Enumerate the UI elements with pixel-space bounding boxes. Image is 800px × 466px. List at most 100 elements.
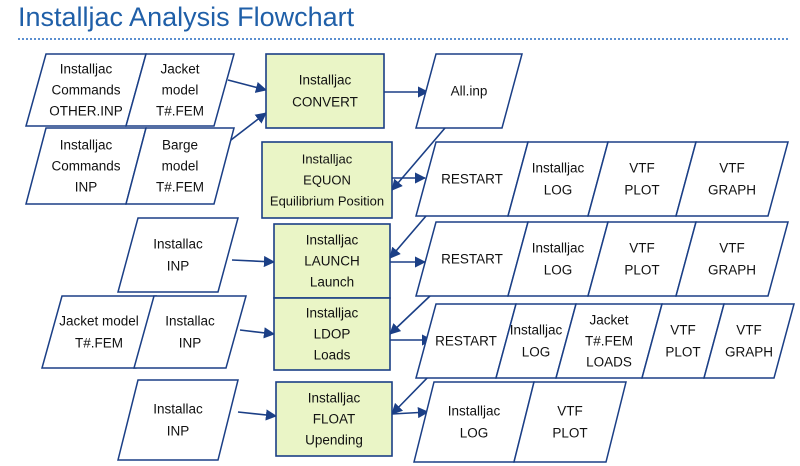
input-barge-model-label: T#.FEM — [156, 180, 204, 195]
conn-restart-launch — [389, 208, 433, 259]
input-other-inp-label: Installjac — [60, 62, 113, 77]
input-other-inp-label: OTHER.INP — [49, 104, 123, 119]
process-float-label: Upending — [305, 433, 363, 448]
output-equon-plot: VTF PLOT — [587, 141, 697, 217]
output-float-plot: VTF PLOT — [513, 381, 627, 463]
output-float-log-label: Installjac — [448, 404, 501, 419]
output-ldop-graph: VTF GRAPH — [703, 303, 795, 379]
process-convert-label: Installjac — [299, 73, 352, 88]
output-equon-log-label: Installjac — [532, 161, 585, 176]
output-ldop-graph-label: GRAPH — [725, 345, 773, 360]
process-launch-label: LAUNCH — [304, 254, 360, 269]
conn-restart-ldop — [389, 295, 431, 335]
output-launch-log-label: Installjac — [532, 241, 585, 256]
input-launch-inp-label: INP — [167, 259, 190, 274]
input-jacket-model-label: T#.FEM — [156, 104, 204, 119]
output-equon-graph-label: GRAPH — [708, 183, 756, 198]
conn-ldop-inp — [239, 327, 276, 339]
process-equon-label: Installjac — [302, 152, 353, 167]
input-other-inp-label: Commands — [51, 83, 120, 98]
process-ldop-label: Installjac — [306, 306, 359, 321]
output-ldop-restart: RESTART — [415, 303, 517, 379]
output-ldop-log-label: Installjac — [510, 323, 563, 338]
input-ldop-inp-label: INP — [179, 336, 202, 351]
conn-all-inp-equon — [391, 127, 446, 191]
output-launch-restart: RESTART — [415, 221, 529, 297]
output-launch-graph-label: VTF — [719, 241, 745, 256]
conn-other-inp — [227, 79, 268, 93]
process-equon-label: EQUON — [303, 173, 351, 188]
output-launch-graph: VTF GRAPH — [675, 221, 789, 297]
output-launch-log-label: LOG — [544, 263, 573, 278]
page-title: Installjac Analysis Flowchart — [18, 2, 355, 32]
output-ldop-plot-label: VTF — [670, 323, 696, 338]
output-ldop-log-label: LOG — [522, 345, 551, 360]
output-ldop-plot-label: PLOT — [665, 345, 700, 360]
input-ldop-jacket-model-label: T#.FEM — [75, 336, 123, 351]
input-barge-model-label: Barge — [162, 138, 198, 153]
process-launch-label: Installjac — [306, 233, 359, 248]
output-ldop-graph-label: VTF — [736, 323, 762, 338]
output-ldop-restart-label: RESTART — [435, 334, 497, 349]
process-equon-label: Equilibrium Position — [270, 194, 384, 209]
input-jacket-model-label: Jacket — [160, 62, 199, 77]
process-ldop-label: LDOP — [314, 327, 351, 342]
output-equon-plot-label: VTF — [629, 161, 655, 176]
process-launch-label: Launch — [310, 275, 354, 290]
output-float-plot-label: VTF — [557, 404, 583, 419]
output-equon-log-label: LOG — [544, 183, 573, 198]
conn-launch-inp — [231, 255, 276, 268]
conn-float-log — [391, 406, 430, 419]
input-jacket-model-label: model — [162, 83, 199, 98]
process-ldop-label: Loads — [314, 348, 351, 363]
output-launch-plot: VTF PLOT — [587, 221, 697, 297]
output-equon-restart: RESTART — [415, 141, 529, 217]
output-equon-restart-label: RESTART — [441, 172, 503, 187]
output-launch-plot-label: PLOT — [624, 263, 659, 278]
input-float-inp-label: INP — [167, 424, 190, 439]
output-ldop-loads-label: LOADS — [586, 355, 632, 370]
output-all-inp-label: All.inp — [451, 84, 488, 99]
output-launch-graph-label: GRAPH — [708, 263, 756, 278]
output-launch-plot-label: VTF — [629, 241, 655, 256]
input-ldop-jacket-model-label: Jacket model — [59, 314, 139, 329]
input-commands-inp-label: Installjac — [60, 138, 113, 153]
conn-restart-float — [391, 371, 434, 415]
output-equon-plot-label: PLOT — [624, 183, 659, 198]
input-commands-inp-label: Commands — [51, 159, 120, 174]
output-equon-graph-label: VTF — [719, 161, 745, 176]
title-underline — [18, 38, 788, 40]
output-equon-graph: VTF GRAPH — [675, 141, 789, 217]
input-launch-inp-label: Installac — [153, 237, 203, 252]
output-float-plot-label: PLOT — [552, 426, 587, 441]
input-ldop-inp-label: Installac — [165, 314, 215, 329]
output-ldop-loads-label: Jacket — [589, 313, 628, 328]
conn-float-inp — [237, 409, 278, 421]
input-commands-inp-label: INP — [75, 180, 98, 195]
output-all-inp: All.inp — [415, 53, 523, 129]
process-convert-label: CONVERT — [292, 95, 358, 110]
output-ldop-loads-label: T#.FEM — [585, 334, 633, 349]
process-float-label: FLOAT — [313, 412, 356, 427]
process-float-label: Installjac — [308, 391, 361, 406]
input-float-inp-label: Installac — [153, 402, 203, 417]
output-float-log-label: LOG — [460, 426, 489, 441]
